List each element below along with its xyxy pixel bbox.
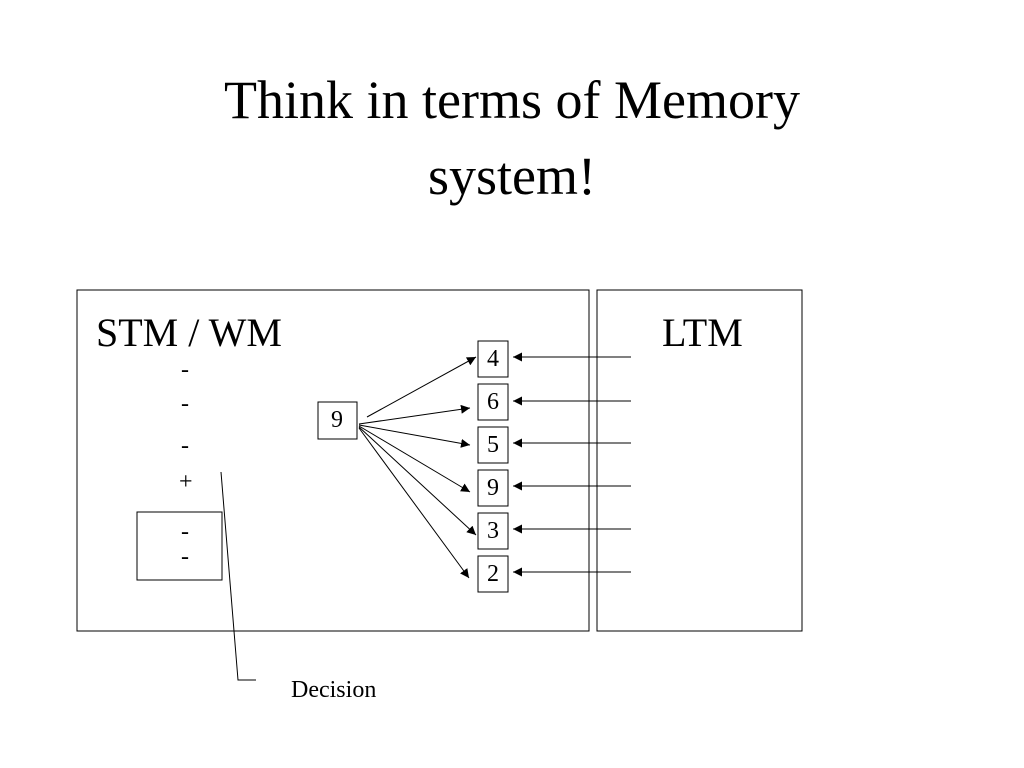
- decision-callout-line: [220, 471, 256, 681]
- item-box: [477, 469, 509, 507]
- ltm-label: LTM: [662, 310, 743, 355]
- compare-arrow: [358, 426, 477, 536]
- item-box: [477, 383, 509, 421]
- decision-box: [136, 511, 223, 581]
- decision-label: Decision: [291, 677, 377, 703]
- stm-label: STM / WM: [96, 310, 282, 355]
- stm-box: [76, 289, 590, 632]
- compare-arrow: [358, 427, 470, 579]
- stm-sign: -: [181, 391, 189, 417]
- ltm-box: [596, 289, 803, 632]
- item-value: 5: [487, 432, 499, 458]
- item-value: 9: [487, 475, 499, 501]
- item-value: 3: [487, 518, 499, 544]
- item-box: [477, 426, 509, 464]
- title-line-1: Think in terms of Memory: [224, 70, 800, 130]
- slide-title: Think in terms of Memory system!: [0, 62, 1024, 214]
- stm-sign: +: [179, 469, 193, 495]
- compare-arrow: [358, 425, 471, 493]
- probe-value: 9: [331, 407, 343, 433]
- stm-sign: -: [181, 433, 189, 459]
- compare-arrow: [366, 356, 477, 418]
- item-box: [477, 512, 509, 550]
- item-box: [477, 555, 509, 593]
- decision-sign: -: [181, 544, 189, 570]
- compare-arrow: [358, 404, 471, 425]
- item-value: 6: [487, 389, 499, 415]
- probe-box: [317, 401, 358, 440]
- title-line-2: system!: [428, 146, 596, 206]
- item-box: [477, 340, 509, 378]
- stm-sign: -: [181, 357, 189, 383]
- decision-sign: -: [181, 519, 189, 545]
- compare-arrow: [358, 424, 471, 448]
- item-value: 4: [487, 346, 499, 372]
- item-value: 2: [487, 561, 499, 587]
